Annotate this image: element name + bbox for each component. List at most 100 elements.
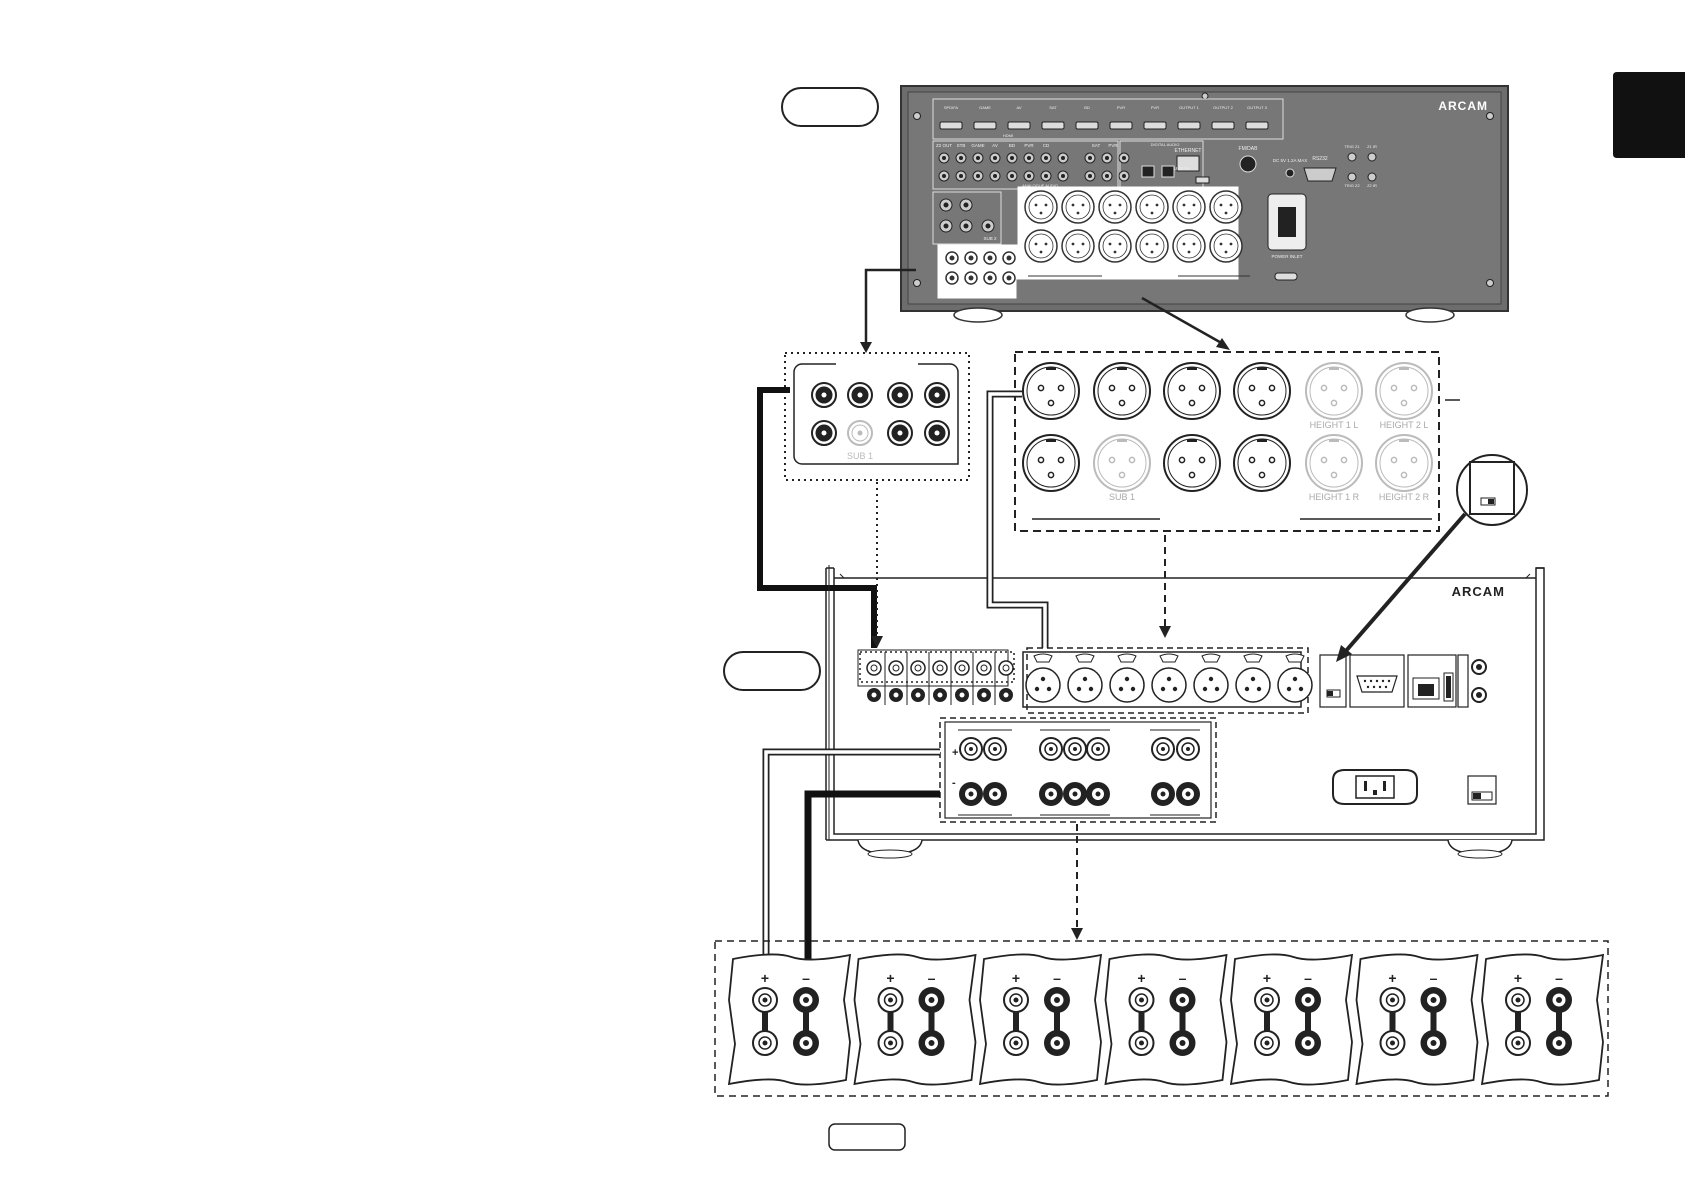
plus-sign: +	[1263, 970, 1271, 986]
terminal-negative-center	[1072, 791, 1078, 797]
xlr-latch	[1399, 439, 1409, 442]
xlr-ring	[1213, 194, 1239, 220]
xlr-connector	[1209, 190, 1243, 224]
analog-port-label: AV	[992, 143, 998, 148]
xlr-latch	[1257, 367, 1267, 370]
xlr-latch	[1187, 367, 1197, 370]
rca-jack-center	[857, 392, 863, 398]
xlr-connector	[1098, 190, 1132, 224]
xlr-pin	[1178, 384, 1186, 392]
rca-jack-center	[942, 156, 946, 160]
speaker-terminal-negative-center	[1556, 997, 1562, 1003]
xlr-ring	[1102, 233, 1128, 259]
xlr-pin	[1118, 471, 1126, 479]
trigger-jack	[1347, 172, 1357, 182]
rca-jack-center	[968, 275, 974, 281]
xlr-pin	[1037, 456, 1045, 464]
rca-jack-center	[1122, 174, 1126, 178]
xlr-pin	[1188, 399, 1196, 407]
xlr-pin	[1182, 242, 1186, 246]
plus-sign: +	[1012, 970, 1020, 986]
speaker-terminal-negative-center	[1179, 997, 1186, 1003]
xlr-connector	[1193, 667, 1229, 703]
speaker-terminal-negative-center	[1430, 1040, 1437, 1046]
rca-jack-inner	[980, 664, 988, 672]
rca-jack-center	[857, 430, 863, 436]
xlr-latch	[1329, 439, 1339, 442]
minus-sign: –	[802, 970, 810, 986]
rs232-pin	[1363, 679, 1367, 683]
zoom-rca-ports	[811, 382, 950, 446]
xlr-pin	[1128, 456, 1136, 464]
rca-jack-center	[937, 692, 943, 698]
speaker-terminal-negative-center	[803, 997, 809, 1003]
xlr-connector	[1375, 434, 1433, 492]
speaker-panel	[978, 953, 1103, 1086]
xlr-pin	[1219, 203, 1223, 207]
fm-dab-label: FM/DAB	[1239, 146, 1259, 152]
xlr-latch	[1075, 653, 1095, 663]
sub2-label: SUB 2	[983, 236, 997, 241]
hdmi-port-label: AV	[1016, 105, 1021, 110]
speaker-terminal-positive-center	[1264, 997, 1270, 1003]
xlr-pin	[1229, 242, 1233, 246]
xlr-ring	[1065, 194, 1091, 220]
xlr-pin	[1244, 686, 1250, 692]
xlr-pin	[1410, 456, 1418, 464]
hdmi-port	[1109, 121, 1133, 130]
usb-label: USB 5V	[1174, 166, 1190, 171]
terminal-positive-center	[1186, 747, 1190, 751]
xlr-pin	[1076, 211, 1080, 215]
xlr-pin	[1034, 242, 1038, 246]
xlr-latch	[1117, 653, 1137, 663]
xlr-pin	[1250, 676, 1256, 682]
minus-sign: –	[1555, 970, 1563, 986]
xlr-pin	[1192, 242, 1196, 246]
svg-text:-: -	[952, 777, 956, 789]
rca-jack-center	[893, 692, 899, 698]
xlr-pin	[1268, 384, 1276, 392]
rca-jack-center	[943, 202, 949, 208]
speaker-terminal-negative-center	[1556, 1040, 1562, 1046]
xlr-pin	[1248, 456, 1256, 464]
positive-strap	[1515, 1000, 1521, 1040]
rca-jack-center	[963, 202, 969, 208]
xlr-pin	[1400, 471, 1408, 479]
xlr-connector	[1022, 434, 1080, 492]
xlr-connector	[1163, 434, 1221, 492]
hdmi-port-label: PVR	[1151, 105, 1159, 110]
xlr-pin	[1118, 242, 1122, 246]
xlr-latch	[1046, 439, 1056, 442]
xlr-pin	[1410, 384, 1418, 392]
hdmi-port-label: OUTPUT 1	[1179, 105, 1199, 110]
xlr-pin	[1224, 250, 1228, 254]
xlr-pin	[1108, 203, 1112, 207]
rca-jack-center	[1105, 156, 1109, 160]
rca-jack-center	[943, 223, 949, 229]
trigger-label: TRIG Z2	[1344, 183, 1360, 188]
xlr-pin	[1202, 686, 1208, 692]
minus-sign: –	[1304, 970, 1312, 986]
receiver-brand: ARCAM	[1438, 99, 1488, 113]
rca-jack-center	[1061, 174, 1065, 178]
xlr-pin	[1145, 203, 1149, 207]
receiver-xlr-outputs	[1024, 190, 1250, 277]
xlr-pin	[1118, 203, 1122, 207]
rca-jack-center	[915, 692, 921, 698]
hdmi-port-label: SPDIFA	[944, 105, 959, 110]
speaker-terminal-positive-center	[1515, 997, 1521, 1003]
rs232-pin	[1378, 685, 1382, 689]
xlr-pin	[1081, 242, 1085, 246]
xlr-pin	[1219, 242, 1223, 246]
negative-strap	[1305, 1000, 1311, 1040]
rca-jack-center	[993, 156, 997, 160]
rca-jack-center	[1061, 156, 1065, 160]
rca-jack-center	[1088, 174, 1092, 178]
hdmi-port-label: OUTPUT 2	[1213, 105, 1233, 110]
receiver-preout-rca	[945, 251, 1016, 285]
hdmi-group-label: HDMI	[1003, 133, 1013, 138]
hdmi-port	[939, 121, 963, 130]
